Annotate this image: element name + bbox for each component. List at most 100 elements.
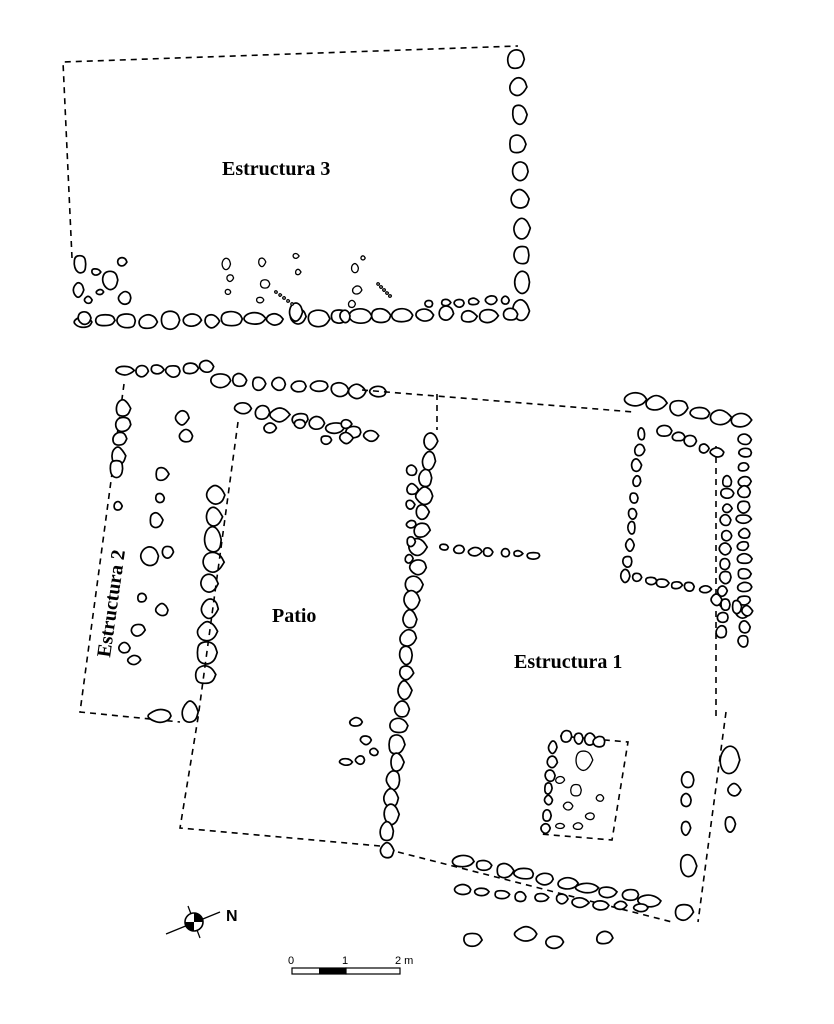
stone	[451, 854, 476, 868]
stone	[555, 893, 569, 905]
stone	[423, 432, 439, 451]
stone	[592, 899, 610, 911]
stone	[626, 520, 636, 535]
stone	[720, 529, 733, 542]
stone	[500, 295, 511, 305]
stone	[405, 519, 417, 529]
stone	[736, 484, 752, 499]
stone	[360, 255, 366, 261]
stone	[338, 431, 355, 445]
stone	[351, 285, 363, 295]
estructura-1-outline-south	[397, 851, 673, 923]
stone	[413, 522, 432, 538]
stone	[196, 620, 219, 642]
scale-tick-0: 0	[288, 955, 294, 967]
stone	[77, 310, 92, 326]
stone	[200, 598, 220, 620]
stone	[269, 407, 292, 423]
stone	[404, 553, 415, 564]
estructura-2-stones	[109, 359, 226, 724]
stone	[460, 309, 479, 323]
stone	[397, 679, 413, 701]
stone	[290, 380, 308, 393]
stone	[398, 645, 414, 666]
stone	[203, 525, 223, 553]
stone	[632, 474, 642, 488]
stone	[473, 887, 491, 897]
stone	[160, 310, 181, 331]
north-label: N	[226, 908, 238, 925]
stone	[513, 549, 524, 558]
stone	[73, 254, 87, 274]
stone	[404, 575, 425, 594]
stone	[623, 391, 648, 407]
stone	[644, 576, 658, 586]
stone	[399, 628, 418, 647]
stone	[414, 486, 434, 506]
stone	[721, 474, 733, 488]
stone	[595, 793, 605, 802]
stone	[735, 514, 753, 525]
stone	[382, 288, 387, 292]
stone	[453, 883, 472, 896]
stone	[286, 299, 291, 303]
stone	[204, 313, 221, 329]
stone	[698, 443, 711, 454]
stone	[716, 585, 729, 598]
stone	[164, 364, 181, 379]
stone	[254, 404, 271, 421]
stone	[182, 313, 203, 328]
stone	[731, 599, 743, 615]
stone	[255, 296, 265, 304]
stone	[494, 889, 511, 900]
stone	[330, 381, 350, 398]
stone	[624, 538, 636, 553]
stone	[738, 620, 752, 634]
stone	[645, 394, 669, 411]
stone	[405, 464, 418, 477]
stone	[135, 364, 150, 378]
stone	[181, 700, 200, 724]
stone	[630, 457, 643, 473]
north-arrow: N	[165, 905, 238, 939]
stone	[405, 499, 416, 510]
stone	[496, 862, 515, 879]
stone	[231, 372, 248, 388]
stone	[730, 412, 753, 428]
stone	[161, 545, 175, 559]
stone	[418, 468, 433, 488]
stone	[633, 443, 646, 457]
stone	[324, 422, 346, 435]
stone	[671, 431, 686, 442]
stone	[406, 535, 417, 548]
stone	[562, 801, 574, 811]
stone	[719, 487, 735, 500]
stone	[174, 409, 191, 426]
estructura-2-outline	[79, 383, 181, 723]
stone	[293, 418, 307, 430]
stone	[226, 274, 235, 283]
stone	[453, 298, 466, 309]
stone	[278, 293, 283, 297]
stone	[139, 546, 160, 567]
stone	[619, 568, 631, 584]
stone	[534, 892, 550, 903]
stone	[274, 290, 278, 294]
stone	[387, 294, 393, 298]
stone	[389, 717, 409, 734]
stone	[95, 288, 105, 296]
stone	[736, 540, 750, 552]
stone	[452, 544, 466, 555]
stone	[383, 803, 401, 826]
stone	[545, 935, 565, 950]
stone	[115, 398, 132, 417]
stone	[482, 546, 494, 558]
stone	[138, 313, 159, 330]
stone	[613, 900, 628, 911]
scale-segment-1-2	[345, 967, 401, 975]
stone	[720, 598, 731, 612]
stone	[182, 362, 200, 375]
stone	[513, 245, 530, 265]
scale-tick-2: 2 m	[395, 955, 413, 967]
stone	[543, 794, 554, 806]
